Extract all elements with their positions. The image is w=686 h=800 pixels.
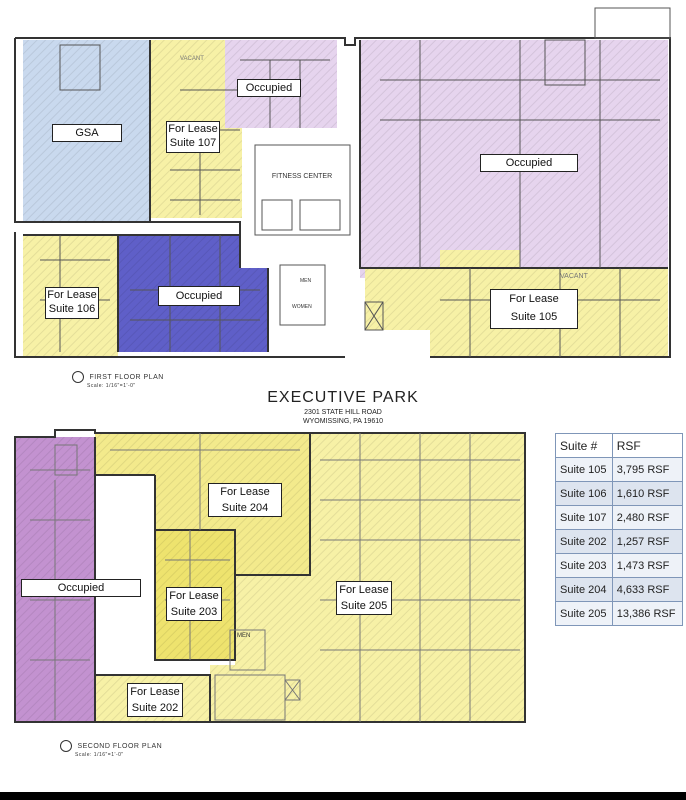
- suite-202-name: Suite 202: [131, 702, 179, 714]
- suite-cell: Suite 107: [555, 505, 613, 530]
- suite-205-for-lease: For Lease: [339, 584, 389, 596]
- suite-204-for-lease: For Lease: [220, 486, 270, 498]
- suite-cell: Suite 205: [555, 601, 613, 626]
- vacant-label-105: VACANT: [560, 273, 589, 280]
- rsf-cell: 1,257 RSF: [611, 529, 684, 554]
- suite-106-label: For Lease Suite 106: [45, 287, 99, 319]
- vacant-label-107: VACANT: [180, 56, 204, 62]
- rsf-cell: 4,633 RSF: [611, 577, 684, 602]
- suite-203-name: Suite 203: [170, 606, 218, 618]
- rsf-column-header: RSF: [611, 433, 684, 458]
- rsf-cell: 13,386 RSF: [611, 601, 684, 626]
- second-floor-scale: Scale: 1/16"=1'-0": [75, 752, 124, 758]
- men-label-second: MEN: [237, 633, 250, 639]
- first-floor-caption-text: FIRST FLOOR PLAN: [89, 373, 164, 381]
- first-floor-scale: Scale: 1/16"=1'-0": [87, 383, 136, 389]
- occupied-label-second: Occupied: [21, 579, 141, 597]
- suite-205-label: For Lease Suite 205: [336, 581, 392, 615]
- suite-107-for-lease: For Lease: [168, 123, 218, 135]
- rsf-table-header: Suite # RSF: [555, 433, 684, 458]
- rsf-cell: 2,480 RSF: [611, 505, 684, 530]
- building-address-1: 2301 STATE HILL ROAD: [304, 409, 382, 416]
- suite-202-for-lease: For Lease: [130, 686, 180, 698]
- occupied-text-2: Occupied: [505, 157, 553, 169]
- fitness-center-label: FITNESS CENTER: [272, 173, 332, 180]
- suite-cell: Suite 202: [555, 529, 613, 554]
- building-address-2: WYOMISSING, PA 19610: [302, 418, 383, 425]
- occupied-text-3: Occupied: [175, 290, 223, 302]
- suite-107-label: For Lease Suite 107: [166, 121, 220, 153]
- bottom-border: [0, 792, 686, 800]
- suite-106-for-lease: For Lease: [47, 289, 97, 301]
- suite-204-label: For Lease Suite 204: [208, 483, 282, 517]
- occupied-label-first-blue: Occupied: [158, 286, 240, 306]
- women-label-first: WOMEN: [292, 304, 312, 310]
- rsf-cell: 1,473 RSF: [611, 553, 684, 578]
- suite-203-for-lease: For Lease: [169, 590, 219, 602]
- suite-107-name: Suite 107: [169, 137, 217, 149]
- occupied-text-1: Occupied: [245, 82, 293, 94]
- occupied-text-4: Occupied: [57, 582, 105, 594]
- second-floor-caption: SECOND FLOOR PLAN Scale: 1/16"=1'-0": [60, 740, 162, 758]
- suite-204-name: Suite 204: [221, 502, 269, 514]
- suite-cell: Suite 203: [555, 553, 613, 578]
- suite-105-label: For Lease Suite 105: [490, 289, 578, 329]
- north-arrow-icon: [72, 371, 84, 383]
- north-arrow-icon-2: [60, 740, 72, 752]
- suite-cell: Suite 106: [555, 481, 613, 506]
- suite-205-name: Suite 205: [340, 600, 388, 612]
- suite-cell: Suite 105: [555, 457, 613, 482]
- suite-202-label: For Lease Suite 202: [127, 683, 183, 717]
- suite-105-name: Suite 105: [510, 311, 558, 323]
- occupied-label-first-right: Occupied: [480, 154, 578, 172]
- gsa-label: GSA: [52, 124, 122, 142]
- first-floor-caption: FIRST FLOOR PLAN Scale: 1/16"=1'-0": [72, 371, 164, 389]
- suite-column-header: Suite #: [555, 433, 613, 458]
- second-floor-caption-text: SECOND FLOOR PLAN: [77, 742, 163, 750]
- suite-106-name: Suite 106: [48, 303, 96, 315]
- suite-cell: Suite 204: [555, 577, 613, 602]
- building-name: EXECUTIVE PARK: [267, 389, 419, 406]
- second-floor-plan: MEN: [14, 429, 526, 723]
- rsf-cell: 1,610 RSF: [611, 481, 684, 506]
- suite-105-for-lease: For Lease: [509, 293, 559, 305]
- suite-203-label: For Lease Suite 203: [166, 587, 222, 621]
- rsf-cell: 3,795 RSF: [611, 457, 684, 482]
- gsa-label-text: GSA: [75, 127, 99, 139]
- men-label-first: MEN: [300, 278, 312, 284]
- occupied-label-first-top: Occupied: [237, 79, 301, 97]
